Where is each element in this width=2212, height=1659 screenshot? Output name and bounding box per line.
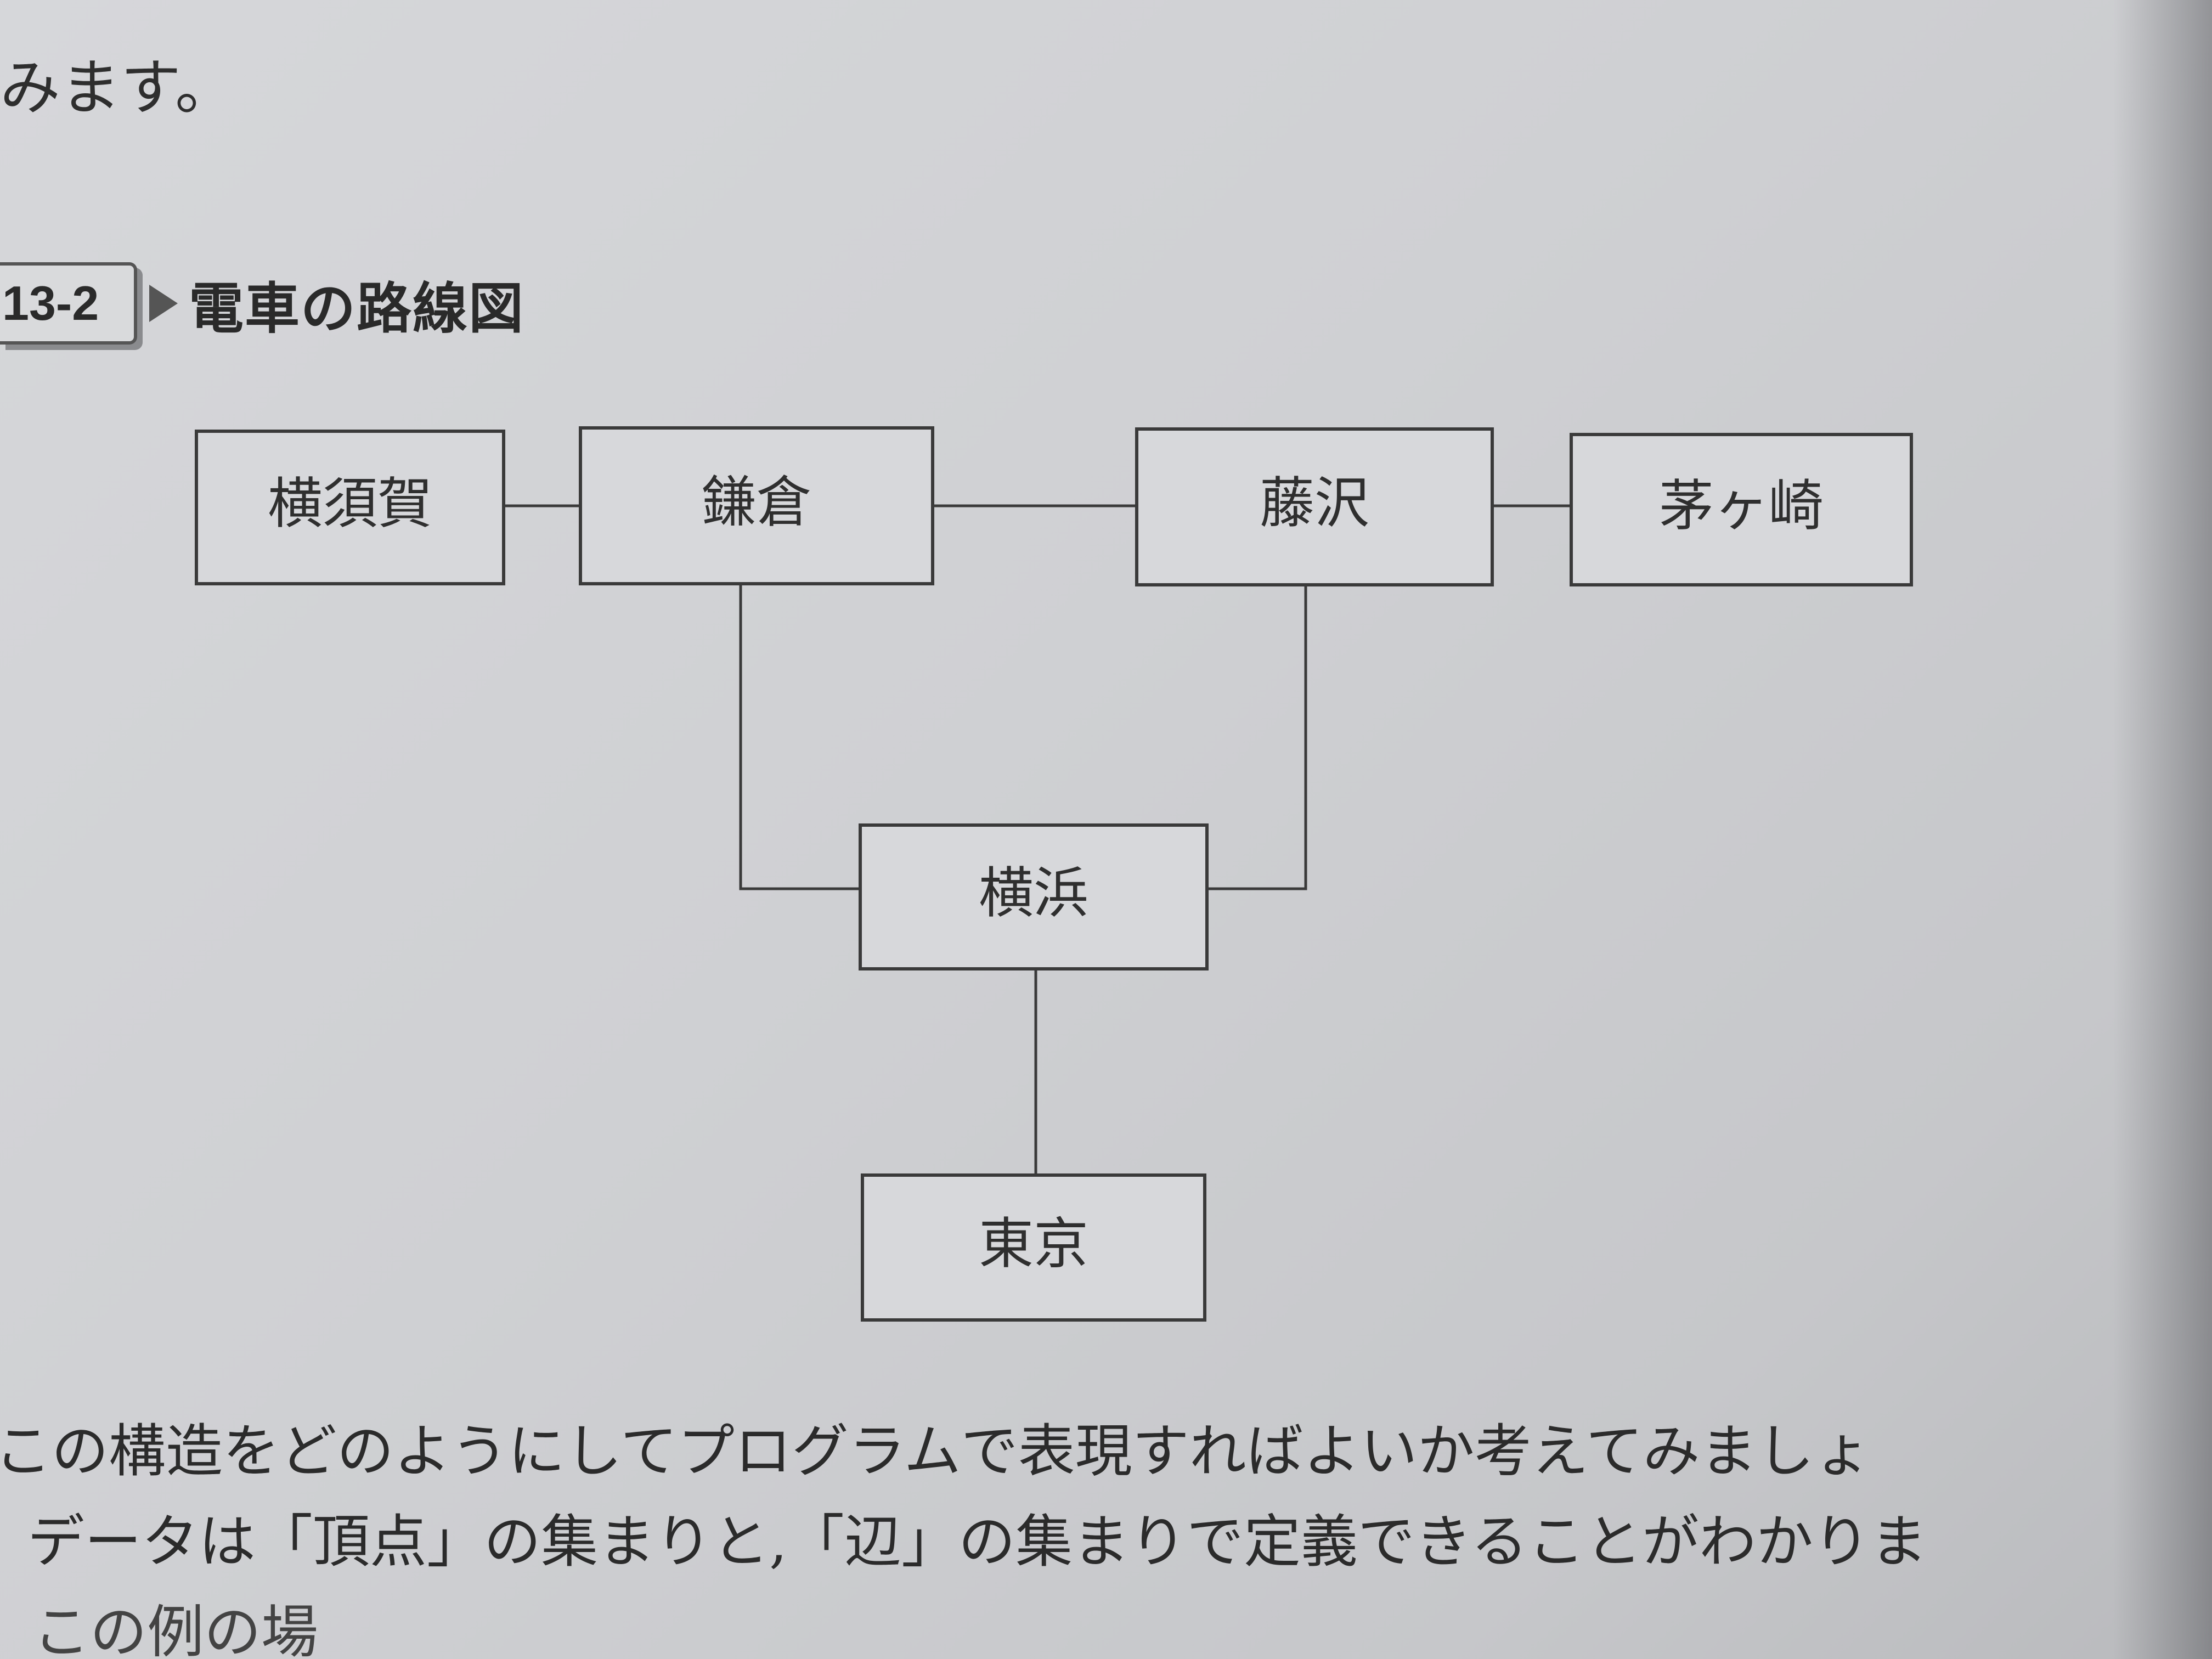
node-tokyo: 東京 [861,1173,1206,1322]
node-label: 横浜 [979,861,1088,925]
body-text-line-1: この構造をどのようにしてプログラムで表現すればよいか考えてみましょ [0,1418,1871,1485]
figure-caption: 13-2 電車の路線図 [0,262,524,345]
preceding-text: みます。 [0,53,235,123]
node-yokohama: 横浜 [859,823,1209,970]
node-yokosuka: 横須賀 [195,430,505,585]
body-text-line-2: データは「頂点」の集まりと,「辺」の集まりで定義できることがわかりま [27,1508,1927,1575]
node-label: 茅ヶ崎 [1659,473,1824,538]
caption-arrow-icon [149,285,178,322]
node-chigasaki: 茅ヶ崎 [1570,433,1913,586]
page-shadow [2113,0,2212,1659]
node-label: 東京 [979,1211,1088,1276]
node-label: 鎌倉 [702,470,811,534]
figure-title: 電車の路線図 [189,276,524,341]
node-kamakura: 鎌倉 [579,426,934,585]
edge-fujisawa-yokohama [1207,585,1307,890]
node-label: 横須賀 [268,471,432,535]
node-fujisawa: 藤沢 [1135,427,1494,586]
figure-number: 13-2 [0,262,137,345]
node-label: 藤沢 [1260,471,1369,535]
edge-kamakura-yokohama [739,585,860,890]
body-text-line-3: この例の場 [33,1599,319,1659]
